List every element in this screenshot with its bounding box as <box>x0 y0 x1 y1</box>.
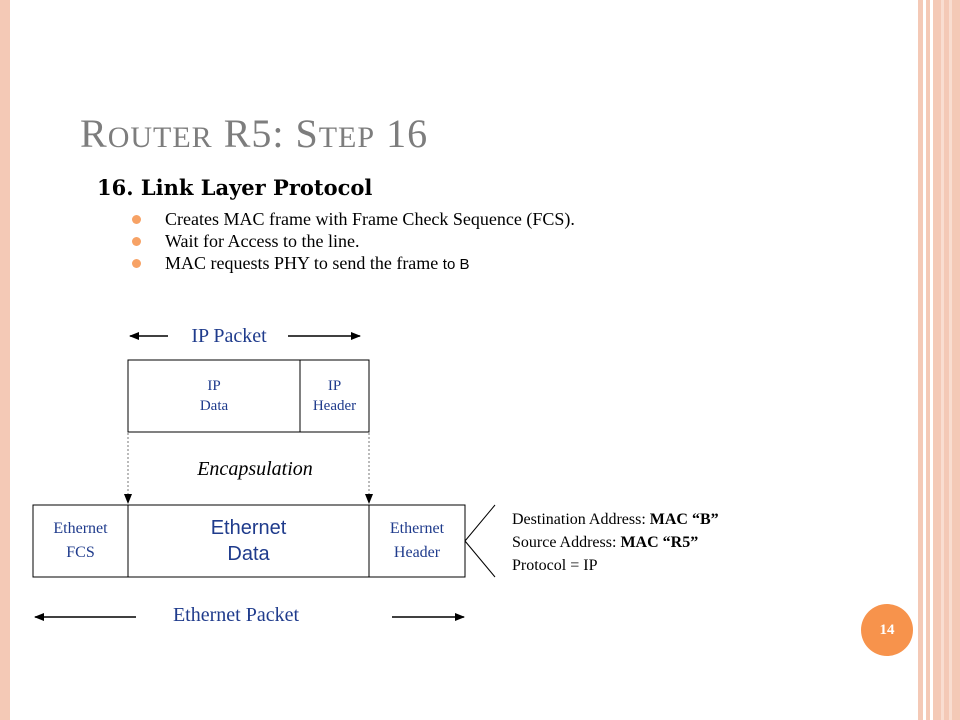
bullet-dot-icon <box>132 215 141 224</box>
encapsulation-label: Encapsulation <box>196 458 313 480</box>
slide-title: ROUTER R5: STEP 16 <box>80 111 429 156</box>
callout-line-upper <box>464 504 496 542</box>
bullet-item: Creates MAC frame with Frame Check Seque… <box>132 208 575 230</box>
bullet-item: Wait for Access to the line. <box>132 230 575 252</box>
ip-packet-label: IP Packet <box>191 325 267 347</box>
ethernet-data-cell: Ethernet Data <box>210 517 287 565</box>
section-heading: 16. Link Layer Protocol <box>97 175 373 200</box>
source-address-line: Source Address: MAC “R5” <box>512 534 699 551</box>
ethernet-packet-label: Ethernet Packet <box>173 604 299 626</box>
bullet-dot-icon <box>132 259 141 268</box>
slide-left-border <box>0 0 10 720</box>
header-info: Destination Address: MAC “B” Source Addr… <box>512 508 719 577</box>
protocol-line: Protocol = IP <box>512 557 598 574</box>
destination-address-line: Destination Address: MAC “B” <box>512 511 719 528</box>
ip-packet-box <box>127 359 370 433</box>
ethernet-frame-box <box>32 504 466 578</box>
bullet-item: MAC requests PHY to send the frame to B <box>132 252 575 276</box>
ethernet-fcs-cell: Ethernet FCS <box>53 520 108 561</box>
bullet-list: Creates MAC frame with Frame Check Seque… <box>132 208 575 276</box>
bullet-dot-icon <box>132 237 141 246</box>
page-number-badge: 14 <box>861 604 913 656</box>
slide-right-border <box>918 0 960 720</box>
ip-header-cell: IP Header <box>312 378 357 414</box>
ip-data-cell: IP Data <box>199 378 229 414</box>
callout-line-lower <box>464 540 496 578</box>
ethernet-header-cell: Ethernet Header <box>389 520 445 561</box>
